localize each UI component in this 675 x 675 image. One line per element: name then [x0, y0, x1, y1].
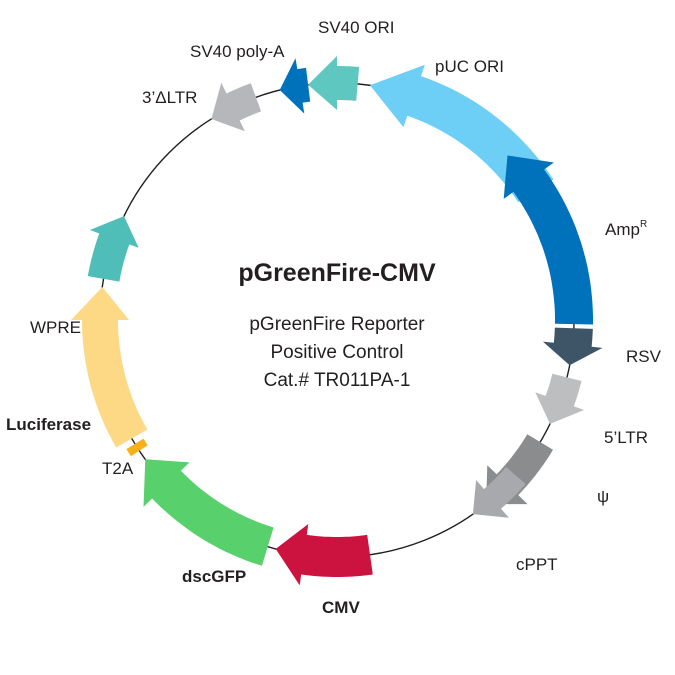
feature-arrow-wpre	[87, 216, 139, 282]
subtitle-line-1: pGreenFire Reporter	[249, 314, 425, 335]
subtitle-line-2: Positive Control	[270, 342, 403, 363]
label-cmv: CMV	[322, 598, 360, 617]
label-cppt: cPPT	[516, 555, 558, 574]
plasmid-title: pGreenFire-CMV	[238, 259, 436, 287]
feature-arrow-cmv	[275, 524, 373, 586]
label-amp-sup: R	[640, 219, 647, 230]
label-sv40-polya: SV40 poly-A	[190, 42, 285, 61]
label-sv40-ori: SV40 ORI	[318, 18, 395, 37]
feature-arrow-5ltr	[535, 373, 585, 424]
label-3ltr: 3’ΔLTR	[142, 88, 197, 107]
label-5ltr: 5’LTR	[604, 428, 648, 447]
label-puc-ori: pUC ORI	[435, 57, 504, 76]
feature-arrow-luciferase	[71, 287, 148, 448]
label-amp-text: Amp	[605, 220, 640, 239]
feature-arrow-sv40-ori	[308, 56, 360, 110]
label-luciferase: Luciferase	[6, 415, 91, 434]
feature-arrow-sv40-polya	[279, 58, 311, 114]
feature-arrow-3ltr	[211, 82, 262, 132]
feature-arrow-amp	[503, 155, 593, 325]
label-rsv: RSV	[626, 347, 662, 366]
feature-arrow-cppt	[472, 467, 526, 518]
subtitle-line-3: Cat.# TR011PA-1	[264, 370, 411, 391]
feature-arrow-rsv	[542, 327, 603, 366]
feature-block-t2a	[126, 438, 148, 457]
label-psi: ψ	[597, 487, 609, 506]
label-amp: AmpR	[605, 219, 647, 239]
label-t2a: T2A	[102, 459, 134, 478]
label-wpre: WPRE	[30, 318, 81, 337]
label-dscgfp: dscGFP	[182, 567, 246, 586]
feature-arrow-dscgfp	[143, 459, 274, 566]
